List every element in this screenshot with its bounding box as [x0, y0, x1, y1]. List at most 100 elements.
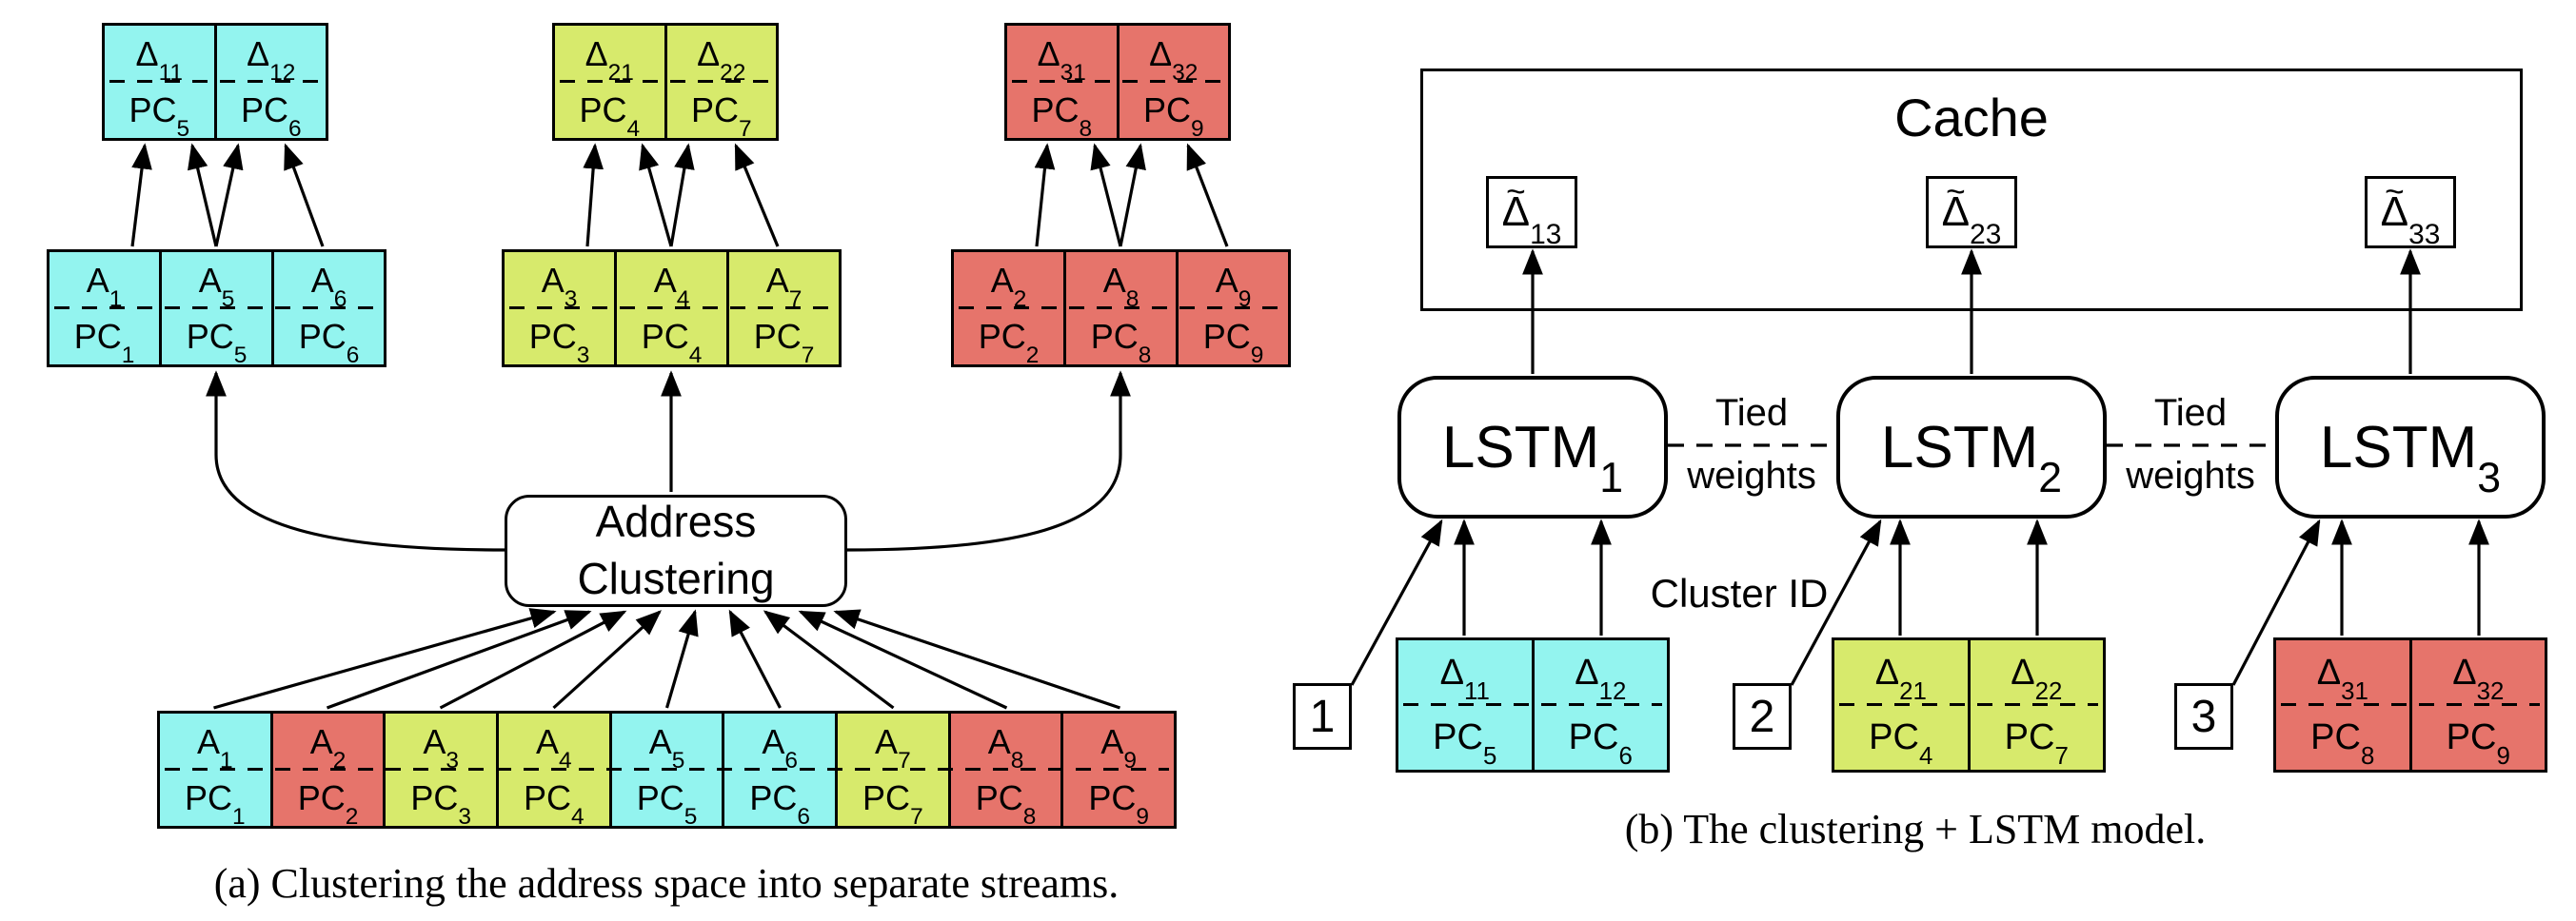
- cell-top-half: A9: [1063, 714, 1174, 773]
- cell-top-half: A3: [505, 252, 614, 311]
- lstm-2-label: LSTM2: [1881, 414, 2062, 500]
- cell-bottom-label: PC9: [1143, 92, 1204, 141]
- lstm-3-label-subscript: 3: [2477, 455, 2502, 502]
- cache-slot-2: ~Δ23: [1926, 175, 2017, 248]
- arrow: [833, 609, 1121, 710]
- cell-bottom-label: PC8: [976, 780, 1037, 829]
- cell-bottom-half: PC7: [1971, 705, 2104, 770]
- cell-top-label-base: A: [541, 260, 565, 300]
- delta-tilde: ~Δ: [2381, 175, 2408, 233]
- cell-top-label: A2: [310, 724, 347, 773]
- cell-bottom-label-base: PC: [129, 89, 177, 129]
- cell-top-label: A5: [649, 724, 685, 773]
- cell-top-label: A4: [536, 721, 572, 773]
- cell-bottom-label: PC7: [2005, 719, 2069, 769]
- cell-top-label-base: Δ: [1439, 653, 1465, 693]
- cell-top-label: Δ11: [1439, 653, 1490, 704]
- cell-bottom-half: PC9: [2412, 705, 2546, 770]
- cell-bottom-half: PC3: [386, 770, 496, 829]
- cell-bottom-half: PC6: [724, 770, 835, 829]
- cluster-id-box-3: 3: [2174, 683, 2233, 750]
- cell-top-label-subscript: 32: [2476, 678, 2505, 706]
- cell-bottom-label-base: PC: [186, 316, 234, 356]
- cell-top-label-base: A: [197, 721, 221, 761]
- cell-top-label-base: Δ: [2316, 653, 2342, 693]
- cell-bottom-label: PC1: [185, 777, 246, 829]
- cell-top-label: A1: [87, 263, 123, 311]
- cell-top-label: Δ31: [2316, 653, 2368, 704]
- cell-top-label: Δ32: [2452, 655, 2504, 704]
- cell-bottom-label: PC9: [1088, 780, 1149, 829]
- cell-bottom-label-subscript: 6: [346, 343, 360, 369]
- cell-top-half: A4: [617, 252, 726, 311]
- cell-bottom-label-base: PC: [753, 316, 802, 356]
- cell-top-label-base: A: [536, 721, 560, 761]
- cell-bottom-label: PC4: [642, 319, 703, 367]
- cell-top-label: Δ32: [1149, 36, 1198, 85]
- cache-slot-3: ~Δ33: [2365, 175, 2456, 248]
- cell-top-label: A9: [1215, 260, 1252, 311]
- cell-bottom-half: PC1: [50, 308, 159, 367]
- cell-top-label-base: A: [1100, 721, 1124, 761]
- arrow: [439, 610, 627, 710]
- cell-bottom-label-base: PC: [1568, 717, 1619, 757]
- cell-top-half: A5: [612, 714, 723, 773]
- cell-bottom-label-base: PC: [240, 89, 288, 129]
- cache-slot-1: ~Δ13: [1486, 175, 1577, 248]
- cell-top-label-subscript: 11: [1464, 678, 1490, 706]
- tilde-mark: ~: [2385, 173, 2405, 211]
- curved-arrow: [846, 370, 1131, 552]
- cell-bottom-label-subscript: 5: [1482, 743, 1497, 771]
- cell-top-label-base: A: [1102, 260, 1126, 300]
- cell-top-half: Δ21: [555, 26, 664, 85]
- arrow: [763, 610, 895, 710]
- cell-bottom-half: PC7: [667, 82, 777, 141]
- cell-top-label-base: Δ: [2011, 653, 2035, 693]
- cluster-id-box-1: 1: [1293, 683, 1352, 750]
- cell-bottom-label-subscript: 8: [1138, 343, 1152, 369]
- cell-bottom-label: PC5: [186, 316, 248, 367]
- cell-bottom-half: PC2: [273, 770, 384, 829]
- cell-bottom-label: PC2: [979, 319, 1040, 367]
- cell-bottom-label-subscript: 8: [2360, 743, 2375, 771]
- cell-top-label-base: A: [1215, 260, 1238, 300]
- cell-bottom-label-subscript: 8: [1022, 804, 1037, 831]
- cell-top-half: A6: [724, 714, 835, 773]
- cell-bottom-half: PC3: [505, 308, 614, 367]
- cell-top-label-subscript: 31: [1060, 60, 1086, 87]
- cell-top-half: A8: [951, 714, 1061, 773]
- cell-top-half: A2: [954, 252, 1063, 311]
- arrow: [664, 609, 699, 709]
- cache-slot-label: ~Δ33: [2381, 175, 2441, 248]
- cell-bottom-label-base: PC: [185, 777, 233, 817]
- cell-top-label: Δ12: [247, 36, 295, 85]
- cell-bottom-half: PC9: [1179, 308, 1288, 367]
- cell-bottom-label-subscript: 6: [1618, 743, 1633, 771]
- cell-bottom-half: PC7: [838, 770, 948, 829]
- cell-top-half: Δ12: [217, 26, 327, 85]
- cell-top-label-base: A: [987, 721, 1011, 761]
- cell-bottom-label-subscript: 5: [684, 804, 698, 831]
- cell-top-label: A6: [762, 724, 798, 773]
- arrow: [734, 143, 780, 247]
- cell-bottom-label: PC8: [1031, 92, 1092, 141]
- cell-top-half: A4: [499, 714, 609, 773]
- cell-top-label: Δ12: [1575, 655, 1626, 704]
- cell-top-half: Δ31: [2276, 640, 2409, 705]
- cell-top-half: Δ21: [1834, 640, 1968, 705]
- cell-bottom-label-subscript: 7: [910, 804, 923, 831]
